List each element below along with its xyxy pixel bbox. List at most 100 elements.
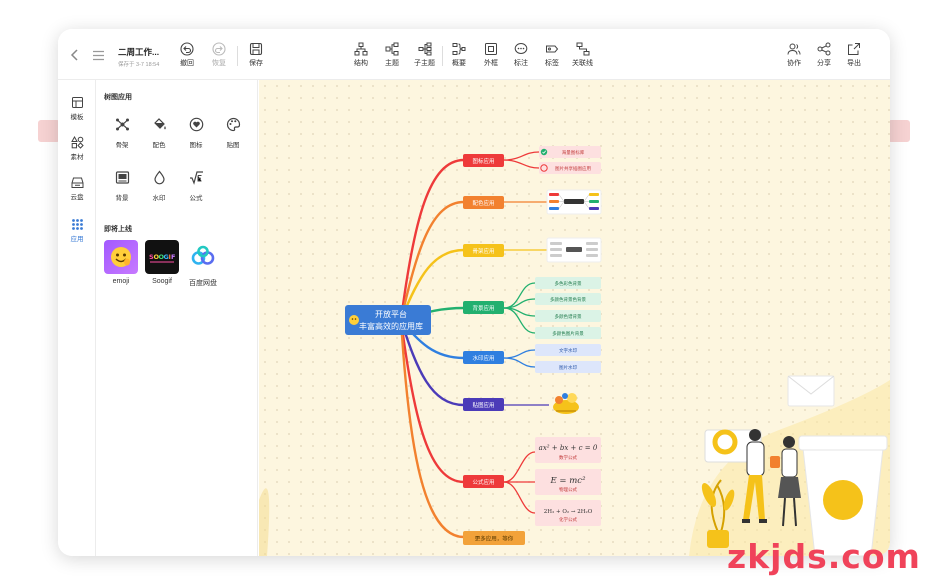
save-button[interactable]: 保存 (249, 42, 263, 68)
background-band-left (38, 120, 60, 142)
relation-line-icon (576, 42, 589, 56)
app-formula[interactable]: 公式 (179, 170, 213, 202)
app-background[interactable]: 背景 (105, 170, 139, 202)
app-watermark[interactable]: 水印 (142, 170, 176, 202)
child-node-b4-c4[interactable] (535, 327, 601, 339)
emoji-app-label: emoji (112, 278, 130, 285)
root-node[interactable] (345, 305, 431, 335)
child-node-b4-c1[interactable] (535, 277, 601, 289)
apps-panel: 树图应用 骨架 配色 图标 贴图 背景 水印 公式 即将上线 (96, 80, 258, 556)
formula-chem-caption: 化学公式 (559, 516, 577, 523)
collab-button[interactable]: 协作 (787, 42, 801, 68)
emoji-app-tile[interactable] (104, 240, 138, 274)
tag-label: 标签 (545, 60, 559, 67)
document-title[interactable]: 二周工作... (118, 47, 160, 57)
branch-label-b5: 水印应用 (472, 354, 494, 362)
child-label-b4-c2: 多颜色背景色背景 (550, 296, 586, 303)
collaboration-illustration (701, 375, 888, 556)
rail-cloud[interactable]: 云盘 (58, 176, 96, 201)
rail-apps-label: 应用 (70, 236, 84, 243)
app-color-label: 配色 (152, 142, 166, 149)
share-button[interactable]: 分享 (817, 42, 831, 68)
sticker-illustration[interactable] (553, 393, 579, 414)
branch-label-b2: 配色应用 (472, 199, 494, 207)
formula-node-physics[interactable] (535, 469, 601, 495)
structure-button[interactable]: 结构 (354, 42, 368, 68)
tag-button[interactable]: 标签 (545, 42, 559, 68)
formula-math-caption: 数学公式 (559, 454, 577, 461)
app-color[interactable]: 配色 (142, 117, 176, 149)
child-label-b4-c4: 多颜色图片背景 (552, 330, 584, 337)
app-skeleton[interactable]: 骨架 (105, 117, 139, 149)
branch-line-b1 (399, 158, 465, 321)
mindmap-canvas[interactable]: 开放平台 丰富高效的应用库 图标应用 配色应用 骨架应用 背景应用 水印应用 贴… (259, 80, 890, 556)
branch-node-b6[interactable] (463, 398, 504, 411)
formula-node-chem[interactable] (535, 500, 601, 526)
rail-material[interactable]: 素材 (58, 136, 96, 161)
formula-physics-caption: 物理公式 (559, 486, 577, 493)
save-label: 保存 (249, 60, 263, 67)
branch-node-b3[interactable] (463, 244, 504, 257)
child-node-b4-c3[interactable] (535, 310, 601, 322)
formula-math-text: ax² + bx + c = 0 (539, 444, 598, 452)
site-watermark: zkjds.com (727, 537, 921, 576)
child-node-b5-c1[interactable] (535, 344, 601, 356)
branch-line-b6 (399, 319, 465, 407)
child-node-b1-c1[interactable] (539, 146, 601, 158)
save-icon (249, 42, 263, 56)
subtopic-button[interactable]: 子主题 (414, 42, 435, 68)
app-watermark-label: 水印 (152, 195, 166, 202)
child-node-b4-c2[interactable] (535, 293, 601, 305)
svg-text:G: G (164, 253, 169, 261)
export-button[interactable]: 导出 (847, 42, 861, 68)
app-icon[interactable]: 图标 (179, 117, 213, 149)
material-shapes-icon (70, 136, 84, 149)
section-title-tree-apps: 树图应用 (104, 94, 132, 101)
boundary-icon (485, 43, 497, 55)
rail-apps[interactable]: 应用 (58, 218, 96, 243)
redo-icon (212, 42, 226, 56)
branch-label-b3: 骨架应用 (472, 247, 494, 255)
back-chevron-icon[interactable] (70, 49, 80, 61)
child-node-b5-c2[interactable] (535, 361, 601, 373)
color-scheme-thumbnail[interactable] (546, 189, 602, 215)
branch-node-b1[interactable] (463, 154, 504, 167)
branch-node-b5[interactable] (463, 351, 504, 364)
collab-label: 协作 (787, 60, 801, 67)
relation-line-button[interactable]: 关联线 (572, 42, 593, 68)
save-timestamp: 保存于 3-7 18:54 (118, 62, 160, 68)
topic-button[interactable]: 主题 (385, 42, 399, 68)
baidu-pan-app-tile[interactable] (186, 240, 220, 274)
undo-button[interactable]: 撤回 (180, 42, 194, 68)
formula-node-math[interactable] (535, 437, 601, 463)
topic-icon (385, 42, 399, 56)
branch-node-b7[interactable] (463, 475, 504, 488)
branch-node-b8[interactable] (463, 531, 525, 545)
child-node-b1-c2[interactable] (539, 162, 601, 174)
redo-button[interactable]: 恢复 (212, 42, 226, 68)
app-sticker-label: 贴图 (226, 142, 240, 149)
redo-label: 恢复 (212, 60, 226, 67)
menu-icon[interactable] (92, 50, 105, 61)
boundary-button[interactable]: 外框 (484, 42, 498, 68)
background-band-right (888, 120, 910, 142)
app-formula-label: 公式 (189, 195, 203, 202)
main-branches (399, 158, 465, 539)
undo-icon (180, 42, 194, 56)
section-title-coming-soon: 即将上线 (104, 226, 132, 233)
summary-button[interactable]: 概要 (452, 42, 466, 68)
skeleton-thumbnail[interactable] (546, 237, 602, 263)
rail-template-label: 模板 (70, 114, 84, 121)
app-sticker[interactable]: 贴图 (216, 117, 250, 149)
note-button[interactable]: 标注 (514, 42, 528, 68)
formula-chem-text: 2H₂ + O₂ → 2H₂O (544, 509, 593, 515)
branch-node-b2[interactable] (463, 196, 504, 209)
soogif-app-label: Soogif (152, 278, 172, 285)
cloud-drive-icon (71, 177, 83, 188)
child-label-b5-c2: 图片水印 (559, 364, 577, 371)
child-label-b4-c1: 多色彩色背景 (555, 280, 582, 287)
share-icon (817, 42, 831, 56)
branch-node-b4[interactable] (463, 301, 504, 314)
rail-template[interactable]: 模板 (58, 96, 96, 121)
